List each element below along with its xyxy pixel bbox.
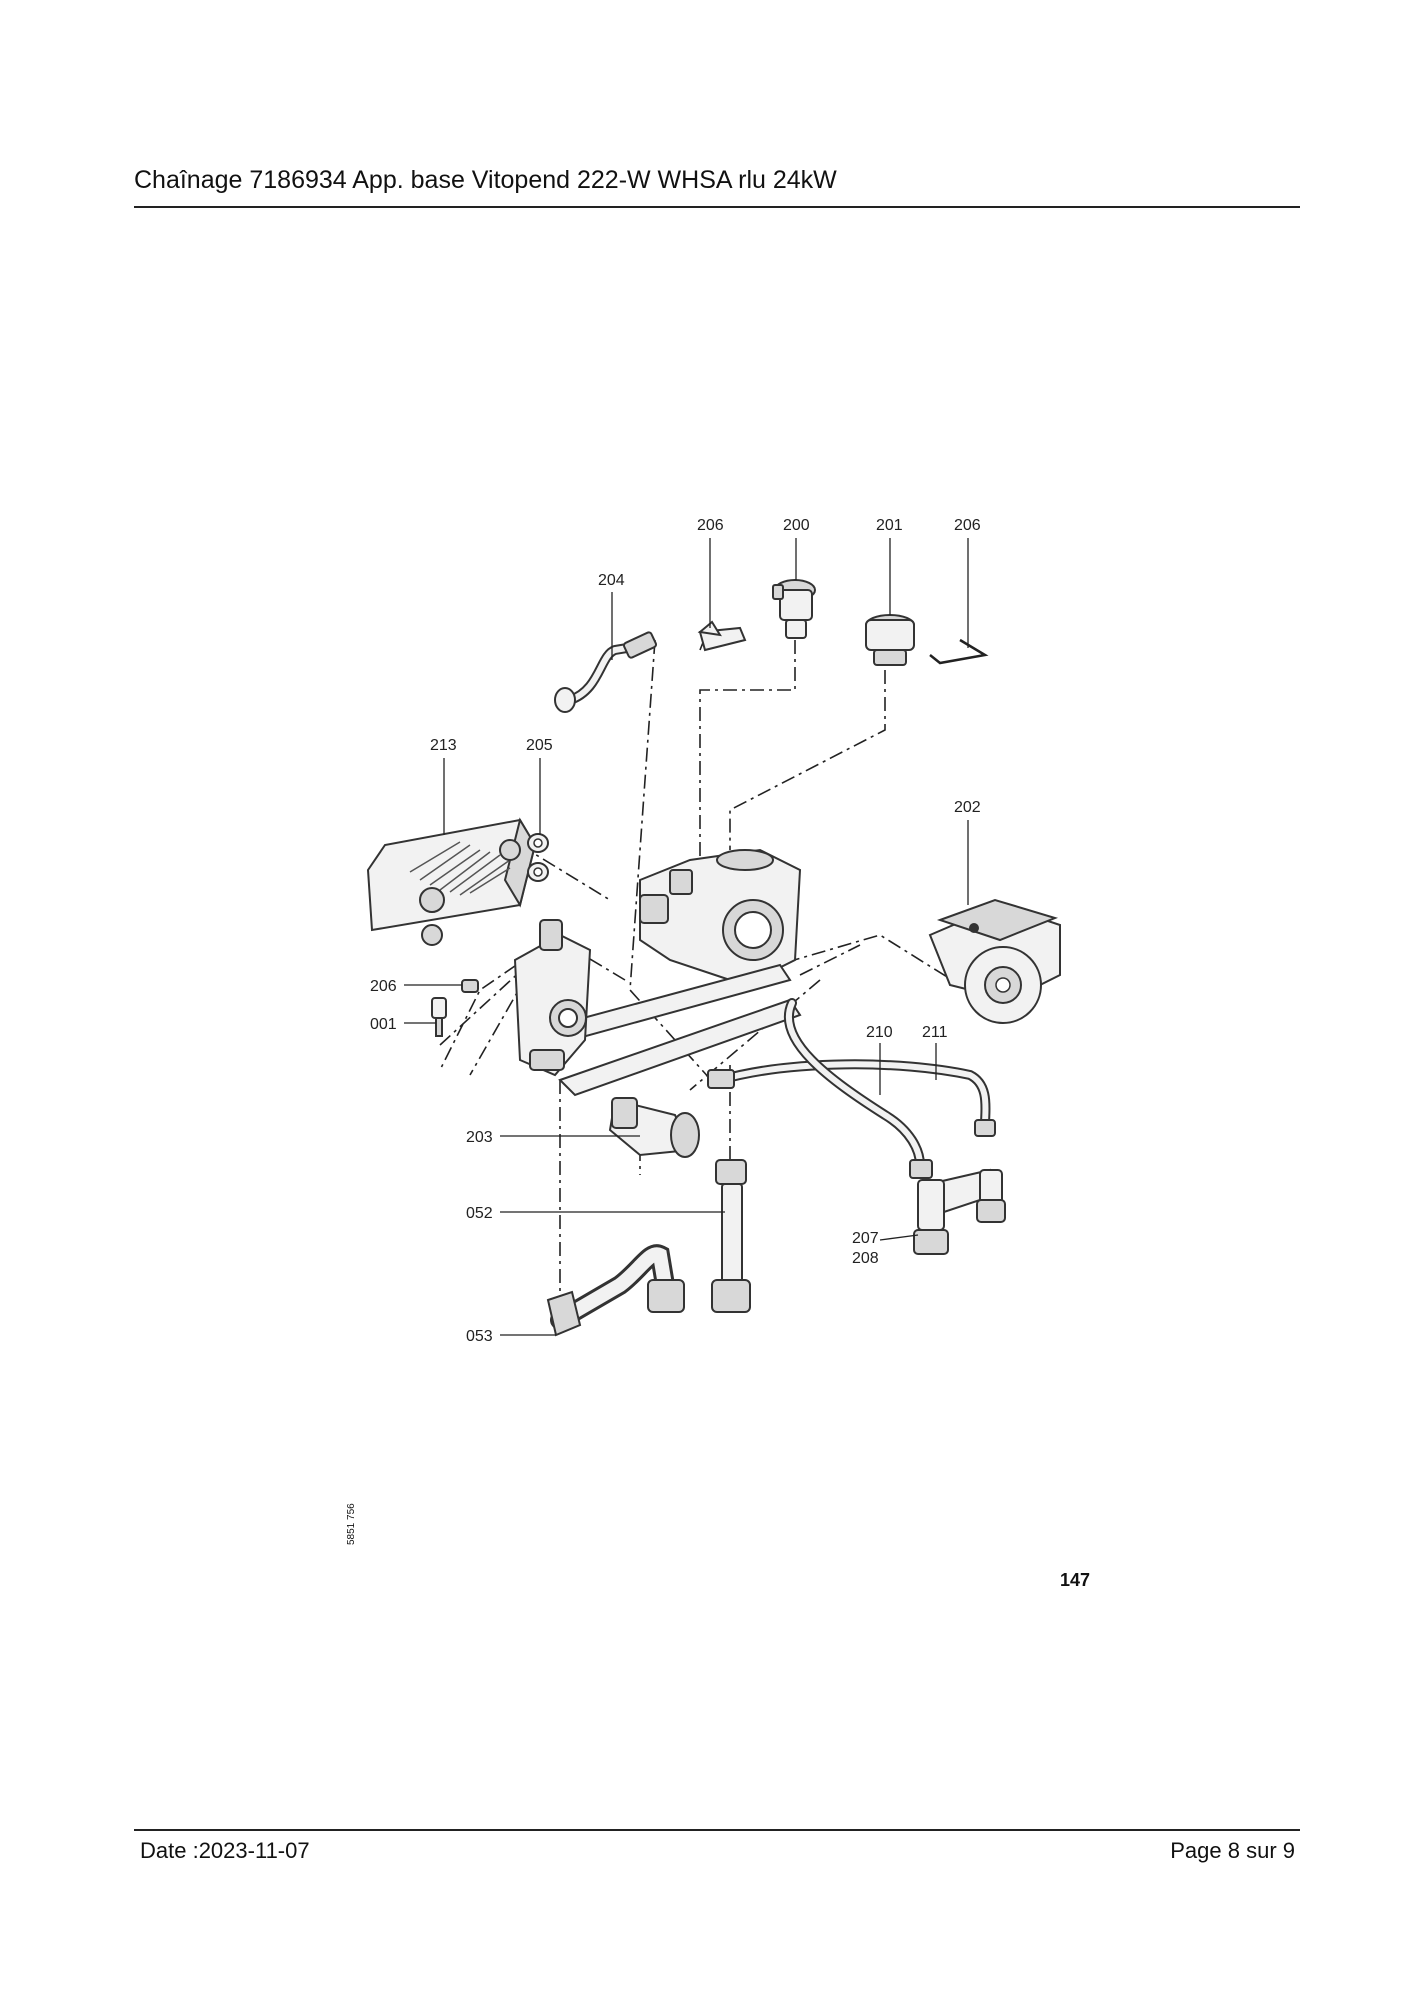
base-plate [518,963,802,1097]
part-206-clip-a [697,620,747,652]
figure-page-number: 147 [1060,1570,1091,1590]
callout-210: 210 [866,1024,893,1041]
callout-200: 200 [783,517,810,534]
part-207-208-connector [913,1168,1006,1255]
callout-208: 208 [852,1250,879,1267]
callout-206-a: 206 [697,517,724,534]
callout-052: 052 [466,1205,493,1222]
part-202-pump [928,898,1061,1024]
callout-201: 201 [876,517,903,534]
callout-207: 207 [852,1230,879,1247]
part-001-sensor [431,997,447,1037]
header-rule [134,206,1300,208]
part-052-pipe [711,1159,751,1313]
callout-213: 213 [430,737,457,754]
assembly-lines [439,624,1011,1330]
callout-206-b: 206 [954,517,981,534]
callout-labels: 206 200 201 206 204 213 205 202 206 001 … [370,517,981,1345]
part-203-sensor [608,1097,700,1158]
leader-lines [404,538,969,1336]
callout-206-c: 206 [370,978,397,995]
part-206-clip-b [929,638,989,665]
part-213-heat-exchanger [366,817,537,946]
footer-rule [134,1829,1300,1831]
callout-204: 204 [598,572,625,589]
footer-date: Date :2023-11-07 [140,1838,310,1863]
part-206-clip-c [461,979,479,993]
part-200-connector [772,579,816,639]
callout-202: 202 [954,799,981,816]
callout-001: 001 [370,1016,397,1033]
callout-203: 203 [466,1129,493,1146]
left-valve-block [513,919,592,1077]
footer-page-indicator: Page 8 sur 9 [1170,1838,1295,1863]
part-204-hose [554,631,657,713]
callout-211: 211 [922,1024,948,1041]
part-201-connector [865,614,915,666]
callout-205: 205 [526,737,553,754]
drawing-number: 5851 756 [346,1503,357,1545]
page-title: Chaînage 7186934 App. base Vitopend 222-… [134,166,837,194]
part-205-seals [527,833,549,882]
hydraulic-block [639,848,802,987]
part-053-pipe [546,1244,685,1337]
part-210-211-hoses [707,998,996,1179]
callout-053: 053 [466,1328,493,1345]
